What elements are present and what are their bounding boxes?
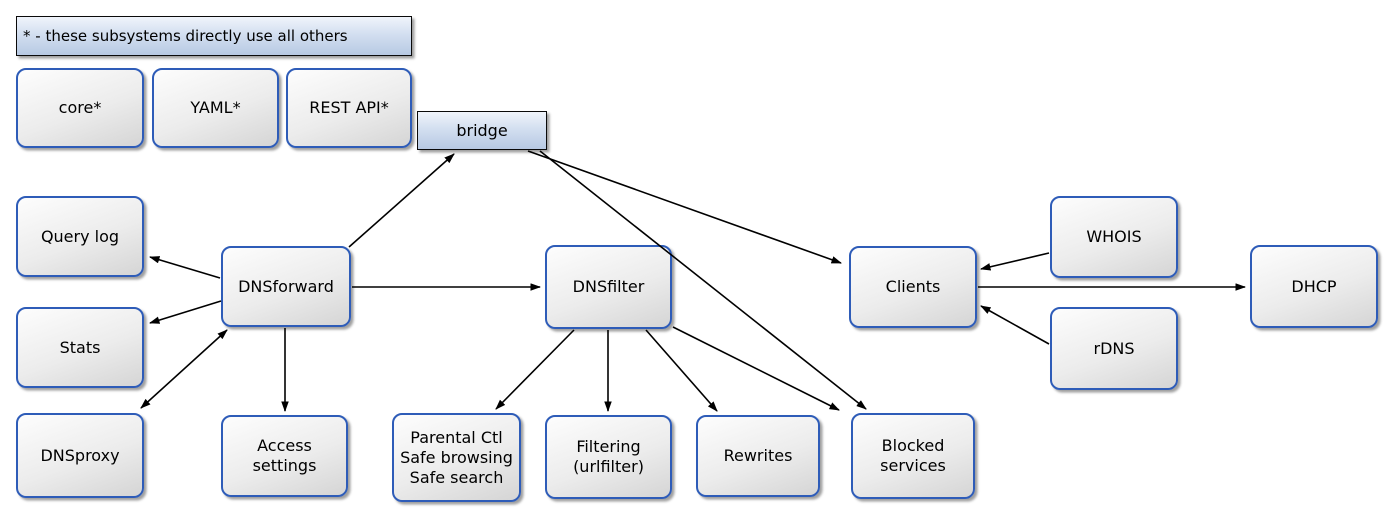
node-label: DNSfilter (572, 277, 645, 296)
node-blocked-services: Blocked services (851, 413, 975, 499)
node-label: Access settings (252, 436, 317, 475)
node-dnsfilter: DNSfilter (545, 245, 672, 329)
node-filtering-urlfilter: Filtering (urlfilter) (545, 415, 672, 499)
node-clients: Clients (849, 246, 977, 328)
edge-dnsforward-stats (149, 300, 222, 324)
edge-dnsfilter-blocked-services (672, 326, 840, 411)
node-query-log: Query log (16, 196, 144, 277)
legend-box: * - these subsystems directly use all ot… (16, 16, 412, 56)
node-rest-api: REST API* (286, 68, 412, 148)
node-label: DNSproxy (40, 445, 120, 465)
node-access-settings: Access settings (221, 415, 348, 497)
legend-text: * - these subsystems directly use all ot… (23, 26, 348, 45)
node-parental-safe: Parental Ctl Safe browsing Safe search (392, 413, 521, 502)
edge-dnsfilter-rewrites (645, 329, 718, 412)
node-label: Query log (40, 226, 120, 246)
node-whois: WHOIS (1050, 196, 1178, 278)
node-label: Stats (59, 337, 101, 357)
node-rewrites: Rewrites (696, 415, 820, 497)
node-label: WHOIS (1086, 227, 1142, 246)
node-yaml: YAML* (152, 68, 279, 148)
edge-dnsforward-query-log (149, 256, 221, 279)
node-label: DHCP (1291, 276, 1337, 296)
node-label: Blocked services (880, 436, 946, 475)
edge-dnsforward-dnsproxy (140, 329, 228, 409)
node-bridge: bridge (417, 111, 547, 150)
node-label: REST API* (309, 98, 389, 117)
node-label: bridge (456, 120, 508, 140)
edge-rdns-clients (980, 305, 1050, 345)
edge-dnsforward-bridge (348, 153, 455, 248)
node-label: Filtering (urlfilter) (573, 437, 644, 476)
node-dnsforward: DNSforward (221, 246, 351, 327)
node-label: YAML* (190, 98, 241, 117)
node-label: core* (58, 98, 102, 117)
node-label: DNSforward (238, 276, 334, 296)
node-dhcp: DHCP (1250, 245, 1378, 328)
node-rdns: rDNS (1050, 307, 1178, 390)
node-label: Clients (885, 277, 941, 296)
node-label: Parental Ctl Safe browsing Safe search (400, 427, 513, 487)
node-dnsproxy: DNSproxy (16, 413, 144, 498)
edge-whois-clients (980, 252, 1050, 271)
node-stats: Stats (16, 307, 144, 388)
node-core: core* (16, 68, 144, 148)
node-label: rDNS (1093, 338, 1135, 358)
edge-dnsfilter-parental (495, 329, 575, 410)
node-label: Rewrites (723, 446, 793, 465)
